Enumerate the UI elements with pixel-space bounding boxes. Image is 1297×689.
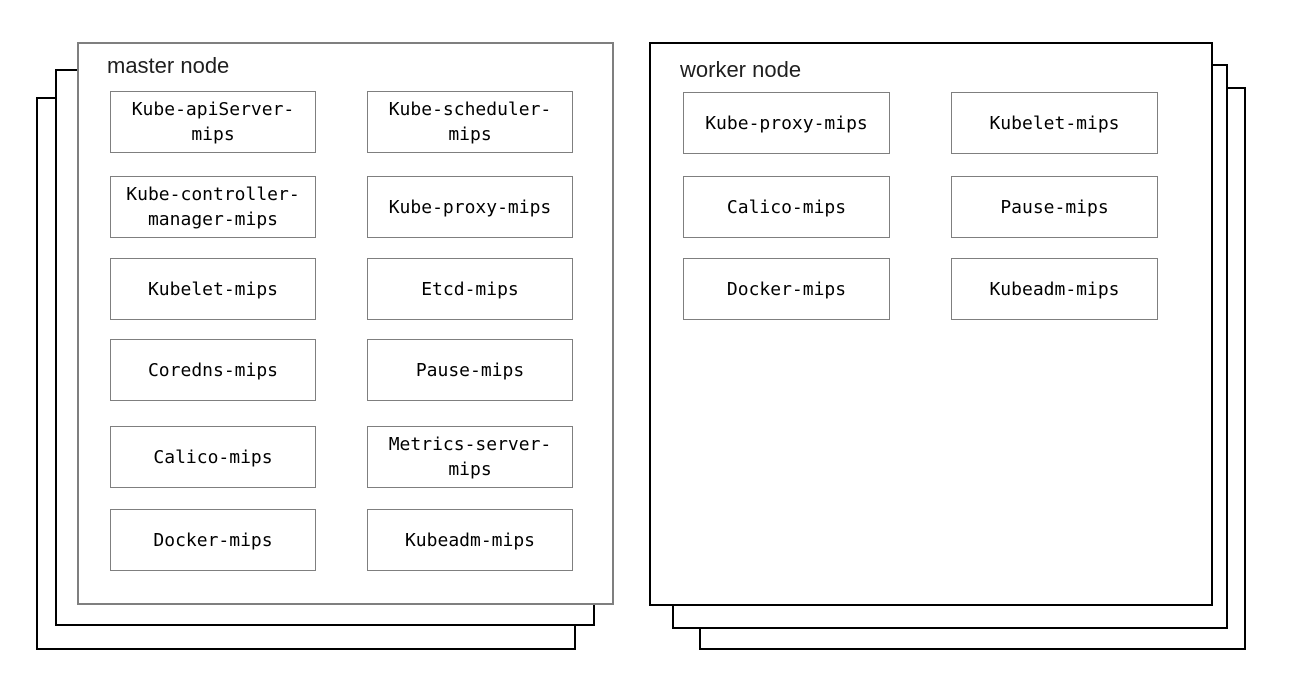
master-box-metrics-server-mips: Metrics-server-mips — [367, 426, 573, 488]
master-box-docker-mips: Docker-mips — [110, 509, 316, 571]
master-box-kube-controller-manager-mips: Kube-controller-manager-mips — [110, 176, 316, 238]
worker-box-pause-mips: Pause-mips — [951, 176, 1158, 238]
master-box-kubeadm-mips: Kubeadm-mips — [367, 509, 573, 571]
master-box-etcd-mips: Etcd-mips — [367, 258, 573, 320]
master-box-pause-mips: Pause-mips — [367, 339, 573, 401]
master-box-kube-proxy-mips: Kube-proxy-mips — [367, 176, 573, 238]
master-box-kubelet-mips: Kubelet-mips — [110, 258, 316, 320]
master-box-coredns-mips: Coredns-mips — [110, 339, 316, 401]
master-box-kube-scheduler-mips: Kube-scheduler-mips — [367, 91, 573, 153]
master-box-calico-mips: Calico-mips — [110, 426, 316, 488]
worker-box-calico-mips: Calico-mips — [683, 176, 890, 238]
worker-box-kubeadm-mips: Kubeadm-mips — [951, 258, 1158, 320]
worker-node-title: worker node — [680, 57, 802, 82]
worker-box-kube-proxy-mips: Kube-proxy-mips — [683, 92, 890, 154]
worker-node-panel: worker node Kube-proxy-mips Kubelet-mips… — [649, 42, 1213, 606]
master-box-kube-apiserver-mips: Kube-apiServer-mips — [110, 91, 316, 153]
worker-box-docker-mips: Docker-mips — [683, 258, 890, 320]
worker-box-kubelet-mips: Kubelet-mips — [951, 92, 1158, 154]
master-node-title: master node — [107, 53, 230, 78]
master-node-panel: master node Kube-apiServer-mips Kube-sch… — [77, 42, 614, 605]
